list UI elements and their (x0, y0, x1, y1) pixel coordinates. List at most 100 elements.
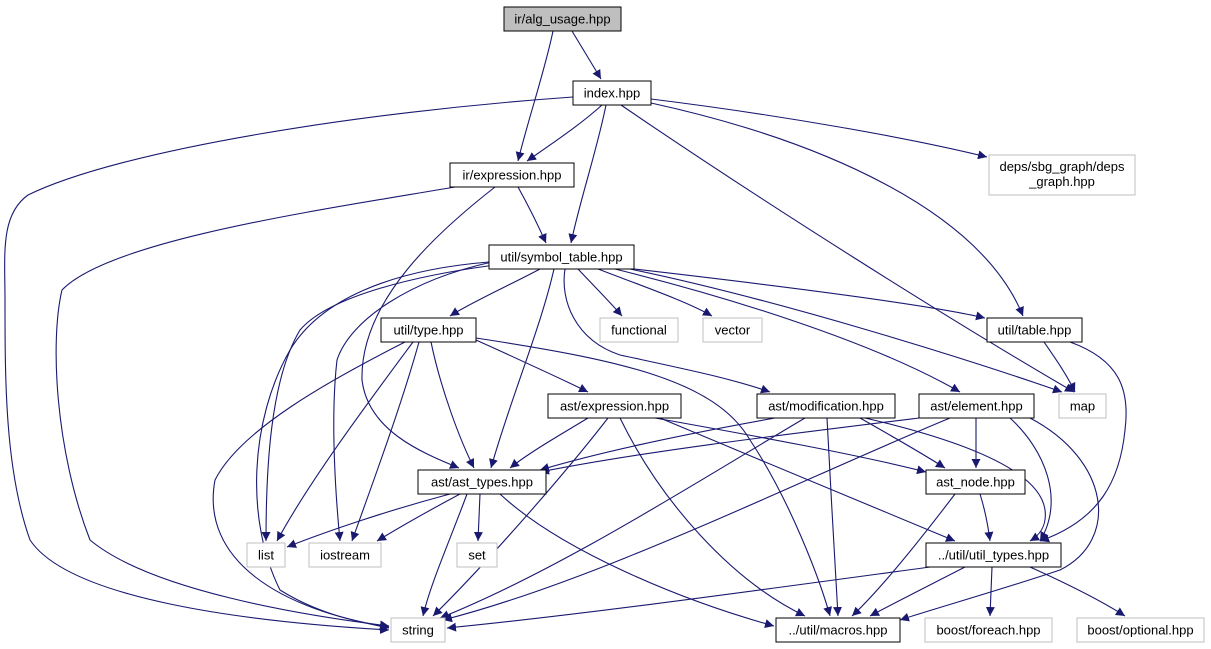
edge-ast-expression-to-ast-node (654, 417, 927, 475)
edge-index-to-ir-expression (526, 104, 603, 162)
svg-text:util/type.hpp: util/type.hpp (393, 323, 463, 338)
edge-symbol-table-to-ast-element (614, 268, 961, 393)
edge-ast-element-to-util-types (1009, 417, 1052, 542)
svg-text:ir/alg_usage.hpp: ir/alg_usage.hpp (514, 12, 610, 27)
svg-text:iostream: iostream (320, 548, 370, 563)
edge-index-to-string (4, 96, 574, 634)
edge-util-type-to-ast-types (430, 341, 475, 469)
edge-ast-types-to-set (473, 493, 483, 542)
edge-symbol-table-to-functional (577, 268, 623, 317)
node-string[interactable]: string (390, 617, 446, 643)
node-iostream[interactable]: iostream (308, 542, 382, 568)
edge-util-type-to-string (212, 341, 406, 631)
edge-ir-expression-to-symbol-table (517, 186, 547, 244)
node-vector[interactable]: vector (702, 317, 763, 343)
node-ast-expression[interactable]: ast/expression.hpp (547, 393, 682, 419)
edge-ast-modification-to-ast-types (539, 417, 776, 472)
edge-ir-expression-to-string (55, 186, 456, 630)
svg-text:functional: functional (611, 323, 667, 338)
svg-text:ast/ast_types.hpp: ast/ast_types.hpp (431, 475, 533, 490)
svg-text:ast/element.hpp: ast/element.hpp (930, 399, 1023, 414)
svg-text:boost/optional.hpp: boost/optional.hpp (1087, 623, 1193, 638)
edge-ast-expression-to-macros (619, 417, 806, 617)
edge-ast-types-to-string (420, 493, 468, 617)
node-alg-usage[interactable]: ir/alg_usage.hpp (503, 6, 622, 32)
nodes: ir/alg_usage.hpp index.hpp ir/expression… (246, 6, 1205, 643)
edge-symbol-table-to-util-table (633, 268, 986, 321)
svg-text:deps/sbg_graph/deps: deps/sbg_graph/deps (999, 159, 1125, 174)
edge-util-types-to-boost-foreach (985, 566, 995, 617)
svg-text:ir/expression.hpp: ir/expression.hpp (463, 168, 562, 183)
node-boost-foreach[interactable]: boost/foreach.hpp (924, 617, 1053, 643)
edge-symbol-table-to-util-type (449, 268, 541, 317)
svg-text:ast_node.hpp: ast_node.hpp (936, 475, 1015, 490)
edge-index-to-deps-graph (650, 98, 988, 160)
edge-ast-expression-to-ast-types (509, 417, 589, 469)
edge-index-to-map (620, 104, 1075, 393)
node-set[interactable]: set (456, 542, 498, 568)
svg-text:ast/expression.hpp: ast/expression.hpp (560, 399, 669, 414)
node-ast-element[interactable]: ast/element.hpp (918, 393, 1035, 419)
node-ast-types[interactable]: ast/ast_types.hpp (417, 469, 547, 495)
edge-ast-element-to-macros (899, 417, 1100, 622)
edge-symbol-table-to-ast-modification (563, 268, 771, 394)
edge-symbol-table-to-list (261, 264, 496, 542)
node-macros[interactable]: ../util/macros.hpp (775, 617, 901, 643)
svg-text:index.hpp: index.hpp (584, 86, 640, 101)
svg-text:../util/macros.hpp: ../util/macros.hpp (789, 623, 888, 638)
edge-ast-types-to-iostream (376, 493, 461, 542)
node-map[interactable]: map (1058, 393, 1107, 419)
edge-ast-modification-to-macros (826, 417, 843, 617)
node-util-type[interactable]: util/type.hpp (380, 317, 477, 343)
edge-util-type-to-list (276, 341, 414, 542)
node-deps-graph[interactable]: deps/sbg_graph/deps _graph.hpp (988, 154, 1136, 196)
edge-index-to-symbol-table (568, 104, 607, 244)
node-symbol-table[interactable]: util/symbol_table.hpp (488, 244, 635, 270)
edge-ast-modification-to-ast-node (859, 417, 946, 469)
edge-symbol-table-to-ast-types (489, 268, 555, 469)
edge-ast-expression-to-util-types (659, 417, 956, 542)
node-ast-modification[interactable]: ast/modification.hpp (756, 393, 896, 419)
node-index[interactable]: index.hpp (572, 80, 652, 106)
node-ast-node[interactable]: ast_node.hpp (925, 469, 1026, 495)
svg-text:string: string (402, 623, 434, 638)
node-functional[interactable]: functional (599, 317, 679, 343)
node-list[interactable]: list (246, 542, 286, 568)
edge-util-types-to-string (446, 566, 931, 632)
edge-alg-usage-to-ir-expression (515, 30, 554, 162)
edge-util-table-to-map (1043, 341, 1076, 393)
node-ir-expression[interactable]: ir/expression.hpp (449, 162, 575, 188)
svg-text:vector: vector (715, 323, 751, 338)
edge-util-types-to-boost-optional (1029, 566, 1126, 617)
svg-text:util/symbol_table.hpp: util/symbol_table.hpp (500, 250, 622, 265)
edge-ast-types-to-macros (499, 493, 775, 628)
edge-symbol-table-to-map (629, 268, 1063, 394)
edge-alg-usage-to-index (571, 30, 602, 80)
edge-ast-element-to-ast-types (539, 417, 920, 475)
edge-symbol-table-to-iostream (333, 261, 493, 542)
edge-ast-types-to-list (286, 493, 451, 548)
svg-text:boost/foreach.hpp: boost/foreach.hpp (936, 623, 1040, 638)
edge-util-type-to-ast-expression (475, 339, 589, 393)
node-boost-optional[interactable]: boost/optional.hpp (1076, 617, 1205, 643)
edges (4, 30, 1127, 634)
edge-util-type-to-macros (475, 337, 832, 617)
edge-ast-modification-to-util-types (864, 417, 1046, 542)
svg-text:map: map (1070, 399, 1095, 414)
svg-text:_graph.hpp: _graph.hpp (1028, 174, 1095, 189)
svg-text:list: list (258, 548, 274, 563)
edge-util-types-to-macros (869, 566, 966, 617)
edge-util-table-to-util-types (1039, 341, 1127, 543)
edge-ast-node-to-util-types (979, 493, 994, 542)
svg-text:util/table.hpp: util/table.hpp (998, 323, 1072, 338)
edge-ast-node-to-macros (851, 493, 956, 617)
svg-text:set: set (468, 548, 486, 563)
edge-index-to-util-table (650, 102, 1024, 317)
node-util-table[interactable]: util/table.hpp (986, 317, 1083, 343)
edge-symbol-table-to-vector (597, 268, 713, 317)
svg-text:../util/util_types.hpp: ../util/util_types.hpp (938, 548, 1049, 563)
edge-ir-expression-to-ast-types (361, 186, 496, 469)
edge-ast-element-to-string (442, 417, 951, 623)
svg-text:ast/modification.hpp: ast/modification.hpp (768, 399, 884, 414)
node-util-types[interactable]: ../util/util_types.hpp (925, 542, 1062, 568)
